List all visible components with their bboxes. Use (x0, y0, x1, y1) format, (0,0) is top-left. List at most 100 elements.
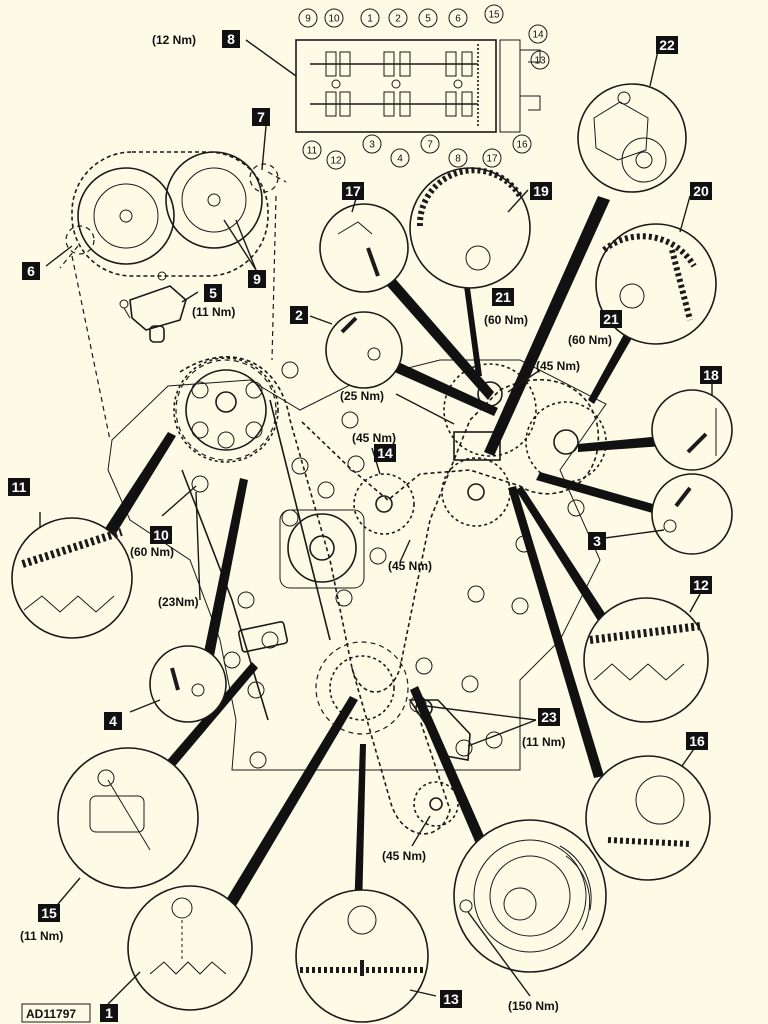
callout-badge-label: 22 (659, 37, 675, 53)
callout-badge-label: 21 (495, 289, 511, 305)
callout-badge-13: 13 (440, 990, 462, 1008)
torque-sprocket-21b: (60 Nm) (568, 333, 612, 347)
callout-badge-label: 23 (541, 709, 557, 725)
cap-number-circle (298, 8, 318, 28)
cap-number-circle (484, 4, 504, 24)
torque-guide-upper: (25 Nm) (340, 389, 384, 403)
cap-number-label: 13 (534, 56, 546, 67)
torque-tensioner-15: (11 Nm) (20, 929, 63, 943)
callout-badge-2: 2 (290, 306, 308, 324)
cap-number-label: 2 (395, 14, 401, 25)
torque-pulley: (150 Nm) (508, 999, 559, 1013)
callout-badge-23: 23 (538, 708, 560, 726)
callout-badge-21a: 21 (492, 288, 514, 306)
callout-badge-19: 19 (530, 182, 552, 200)
callout-badge-label: 8 (227, 31, 235, 47)
callout-badge-22: 22 (656, 36, 678, 54)
cap-number-circle (448, 8, 468, 28)
callout-badge-label: 21 (603, 311, 619, 327)
cap-number-circle (448, 148, 468, 168)
cap-number-label: 14 (532, 30, 544, 41)
cap-number-circle (528, 24, 548, 44)
leader-lines (39, 39, 713, 1005)
callout-badge-7: 7 (252, 108, 270, 126)
cam-sprocket-pair-detail (59, 151, 287, 441)
torque-bolt-23: (11 Nm) (522, 735, 565, 749)
callout-badge-14: 14 (374, 444, 396, 462)
cap-number-circle (388, 8, 408, 28)
callout-badge-label: 2 (295, 307, 303, 323)
cap-number-label: 16 (516, 140, 528, 151)
torque-sensor: (11 Nm) (192, 305, 235, 319)
cap-number-circle (530, 50, 550, 70)
torque-crank-lower: (45 Nm) (382, 849, 426, 863)
cap-number-label: 7 (427, 140, 433, 151)
callout-badge-3: 3 (588, 532, 606, 550)
cam-position-sensor (119, 271, 187, 343)
callout-badge-18: 18 (700, 366, 722, 384)
callout-badge-label: 9 (253, 271, 261, 287)
cap-number-circle (482, 148, 502, 168)
cap-number-label: 15 (488, 10, 500, 21)
figure-reference: AD11797 (21, 1003, 91, 1023)
callout-badge-8: 8 (222, 30, 240, 48)
callout-badge-label: 19 (533, 183, 549, 199)
torque-labels: (12 Nm) (11 Nm) (60 Nm) (23Nm) (25 Nm) (… (20, 33, 612, 1013)
cap-number-circle (390, 148, 410, 168)
callout-badge-17: 17 (342, 182, 364, 200)
callout-badge-label: 18 (703, 367, 719, 383)
torque-idler-14-upper: (45 Nm) (352, 431, 396, 445)
callout-badge-label: 17 (345, 183, 361, 199)
callout-badge-label: 20 (693, 183, 709, 199)
callout-badge-label: 16 (689, 733, 705, 749)
callout-badge-21b: 21 (600, 310, 622, 328)
callout-badge-12: 12 (690, 576, 712, 594)
cap-number-label: 11 (307, 146, 318, 157)
cap-number-circle (302, 140, 322, 160)
callout-badge-4: 4 (104, 712, 122, 730)
torque-sprocket-10: (60 Nm) (130, 545, 174, 559)
callout-badge-label: 1 (105, 1005, 113, 1021)
cap-number-circle (360, 8, 380, 28)
cap-number-circle (512, 134, 532, 154)
cap-number-label: 9 (305, 14, 311, 25)
cap-number-circle (326, 150, 346, 170)
callout-badge-9: 9 (248, 270, 266, 288)
zoom-detail-circles (11, 83, 733, 1023)
figure-ref-text: AD11797 (26, 1007, 76, 1021)
cap-number-label: 10 (328, 14, 340, 25)
cap-number-label: 8 (455, 154, 461, 165)
callout-badge-label: 13 (443, 991, 459, 1007)
cap-number-label: 17 (486, 154, 498, 165)
callout-badge-label: 11 (12, 479, 27, 495)
callout-beams (100, 196, 664, 912)
cap-number-label: 4 (397, 154, 403, 165)
cap-number-circle (420, 134, 440, 154)
torque-guide-lower: (23Nm) (158, 595, 199, 609)
callout-badge-label: 7 (257, 109, 265, 125)
cap-number-circle (418, 8, 438, 28)
callout-badge-15: 15 (38, 904, 60, 922)
callout-badge-10: 10 (150, 526, 172, 544)
torque-cap-bolts: (12 Nm) (152, 33, 196, 47)
torque-idler-14-lower: (45 Nm) (388, 559, 432, 573)
callout-badge-16: 16 (686, 732, 708, 750)
cap-number-label: 3 (369, 140, 375, 151)
callout-badge-label: 14 (377, 445, 393, 461)
callout-badge-11: 11 (8, 478, 30, 496)
torque-cam-right: (45 Nm) (536, 359, 580, 373)
camshaft-cap-plan (295, 39, 541, 133)
callout-badge-label: 5 (209, 285, 217, 301)
callout-badge-label: 15 (41, 905, 57, 921)
callout-badge-label: 12 (693, 577, 709, 593)
callout-badge-5: 5 (204, 284, 222, 302)
cap-number-label: 5 (425, 14, 431, 25)
callout-badge-6: 6 (22, 262, 40, 280)
cap-number-circle (324, 8, 344, 28)
callout-badge-label: 10 (153, 527, 169, 543)
callout-badge-label: 3 (593, 533, 601, 549)
